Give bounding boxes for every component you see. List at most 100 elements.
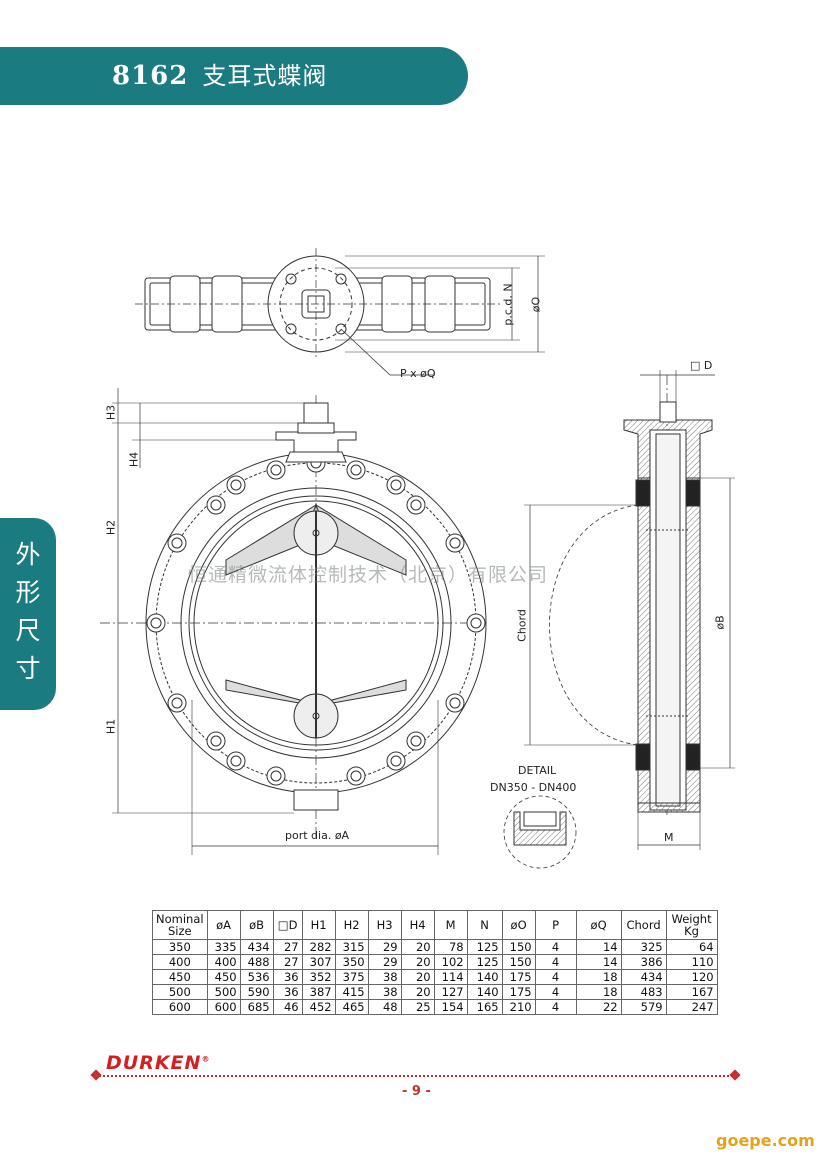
side-view bbox=[524, 370, 735, 850]
table-cell: 4 bbox=[534, 969, 577, 985]
front-view bbox=[100, 388, 487, 855]
table-cell: 210 bbox=[501, 999, 536, 1015]
table-cell: 48 bbox=[367, 999, 402, 1015]
table-cell: 400 bbox=[152, 954, 208, 970]
label-m: M bbox=[664, 831, 674, 844]
table-cell: 600 bbox=[152, 999, 208, 1015]
table-cell: 375 bbox=[334, 969, 369, 985]
table-cell: 18 bbox=[575, 984, 622, 1000]
registered-mark-icon: ® bbox=[201, 1054, 211, 1064]
table-cell: 452 bbox=[301, 999, 336, 1015]
table-cell: 579 bbox=[620, 999, 667, 1015]
table-row: 500 500 590 36 387 415 38 20 127 140 175… bbox=[152, 984, 718, 1000]
table-row: 450 450 536 36 352 375 38 20 114 140 175… bbox=[152, 969, 718, 985]
col-header: H2 bbox=[334, 910, 369, 940]
table-cell: 27 bbox=[272, 954, 303, 970]
table-cell: 386 bbox=[620, 954, 667, 970]
col-header: N bbox=[466, 910, 503, 940]
table-cell: 78 bbox=[433, 939, 468, 955]
footer-divider bbox=[96, 1075, 736, 1077]
table-cell: 25 bbox=[400, 999, 435, 1015]
table-cell: 120 bbox=[665, 969, 718, 985]
label-square-d: □ D bbox=[690, 359, 713, 372]
table-cell: 22 bbox=[575, 999, 622, 1015]
table-cell: 20 bbox=[400, 969, 435, 985]
table-cell: 434 bbox=[620, 969, 667, 985]
page-number: - 9 - bbox=[402, 1084, 431, 1099]
table-cell: 165 bbox=[466, 999, 503, 1015]
table-row: 350 335 434 27 282 315 29 20 78 125 150 … bbox=[152, 939, 718, 955]
label-h3: H3 bbox=[104, 404, 118, 421]
label-h2: H2 bbox=[104, 519, 118, 536]
site-watermark: goepe.com bbox=[716, 1131, 815, 1150]
table-cell: 450 bbox=[206, 969, 241, 985]
product-name: 支耳式蝶阀 bbox=[202, 62, 328, 90]
detail-view bbox=[503, 795, 577, 869]
table-cell: 14 bbox=[575, 954, 622, 970]
table-cell: 415 bbox=[334, 984, 369, 1000]
table-cell: 27 bbox=[272, 939, 303, 955]
table-cell: 167 bbox=[665, 984, 718, 1000]
table-cell: 307 bbox=[301, 954, 336, 970]
col-header: H3 bbox=[367, 910, 402, 940]
label-dia-o: øO bbox=[529, 296, 543, 313]
table-cell: 38 bbox=[367, 984, 402, 1000]
header-band bbox=[0, 47, 468, 105]
watermark: 恒通精微流体控制技术（北京）有限公司 bbox=[188, 564, 549, 586]
table-cell: 125 bbox=[466, 939, 503, 955]
table-cell: 335 bbox=[206, 939, 241, 955]
table-cell: 102 bbox=[433, 954, 468, 970]
table-cell: 315 bbox=[334, 939, 369, 955]
table-row: 600 600 685 46 452 465 48 25 154 165 210… bbox=[152, 999, 718, 1015]
table-cell: 590 bbox=[239, 984, 274, 1000]
label-pcd-n: p.c.d. N bbox=[501, 283, 515, 326]
table-cell: 500 bbox=[152, 984, 208, 1000]
table-cell: 125 bbox=[466, 954, 503, 970]
table-cell: 36 bbox=[272, 984, 303, 1000]
table-cell: 500 bbox=[206, 984, 241, 1000]
col-header: øB bbox=[239, 910, 274, 940]
table-cell: 110 bbox=[665, 954, 718, 970]
table-cell: 46 bbox=[272, 999, 303, 1015]
label-detail: DETAIL bbox=[518, 764, 557, 777]
table-cell: 127 bbox=[433, 984, 468, 1000]
top-view bbox=[135, 248, 545, 376]
table-cell: 247 bbox=[665, 999, 718, 1015]
col-header-text: Weight Kg bbox=[671, 912, 712, 938]
table-cell: 450 bbox=[152, 969, 208, 985]
table-cell: 20 bbox=[400, 984, 435, 1000]
table-cell: 20 bbox=[400, 954, 435, 970]
table-cell: 4 bbox=[534, 954, 577, 970]
table-cell: 140 bbox=[466, 969, 503, 985]
dimensions-table: Nominal Size øA øB □D H1 H2 H3 H4 M N øO… bbox=[152, 910, 718, 1015]
col-header: øQ bbox=[575, 910, 622, 940]
table-cell: 150 bbox=[501, 939, 536, 955]
table-cell: 20 bbox=[400, 939, 435, 955]
col-header: øA bbox=[206, 910, 241, 940]
col-header: M bbox=[433, 910, 468, 940]
model-code: 8162 bbox=[112, 61, 189, 91]
table-cell: 64 bbox=[665, 939, 718, 955]
col-header-text: Nominal Size bbox=[156, 912, 204, 938]
table-cell: 465 bbox=[334, 999, 369, 1015]
label-h1: H1 bbox=[104, 718, 118, 735]
label-chord: Chord bbox=[515, 609, 529, 642]
table-cell: 150 bbox=[501, 954, 536, 970]
table-cell: 685 bbox=[239, 999, 274, 1015]
table-cell: 175 bbox=[501, 969, 536, 985]
col-header: Nominal Size bbox=[152, 910, 208, 940]
table-cell: 387 bbox=[301, 984, 336, 1000]
col-header: H4 bbox=[400, 910, 435, 940]
table-cell: 488 bbox=[239, 954, 274, 970]
table-cell: 14 bbox=[575, 939, 622, 955]
section-tab: 外 形 尺 寸 bbox=[0, 518, 56, 710]
table-cell: 140 bbox=[466, 984, 503, 1000]
section-tab-char: 形 bbox=[15, 578, 41, 607]
table-cell: 29 bbox=[367, 939, 402, 955]
section-tab-char: 尺 bbox=[15, 616, 41, 645]
brand-logo-text: DURKEN bbox=[106, 1052, 202, 1074]
table-cell: 4 bbox=[534, 999, 577, 1015]
label-port-dia: port dia. øA bbox=[285, 829, 350, 842]
table-cell: 29 bbox=[367, 954, 402, 970]
